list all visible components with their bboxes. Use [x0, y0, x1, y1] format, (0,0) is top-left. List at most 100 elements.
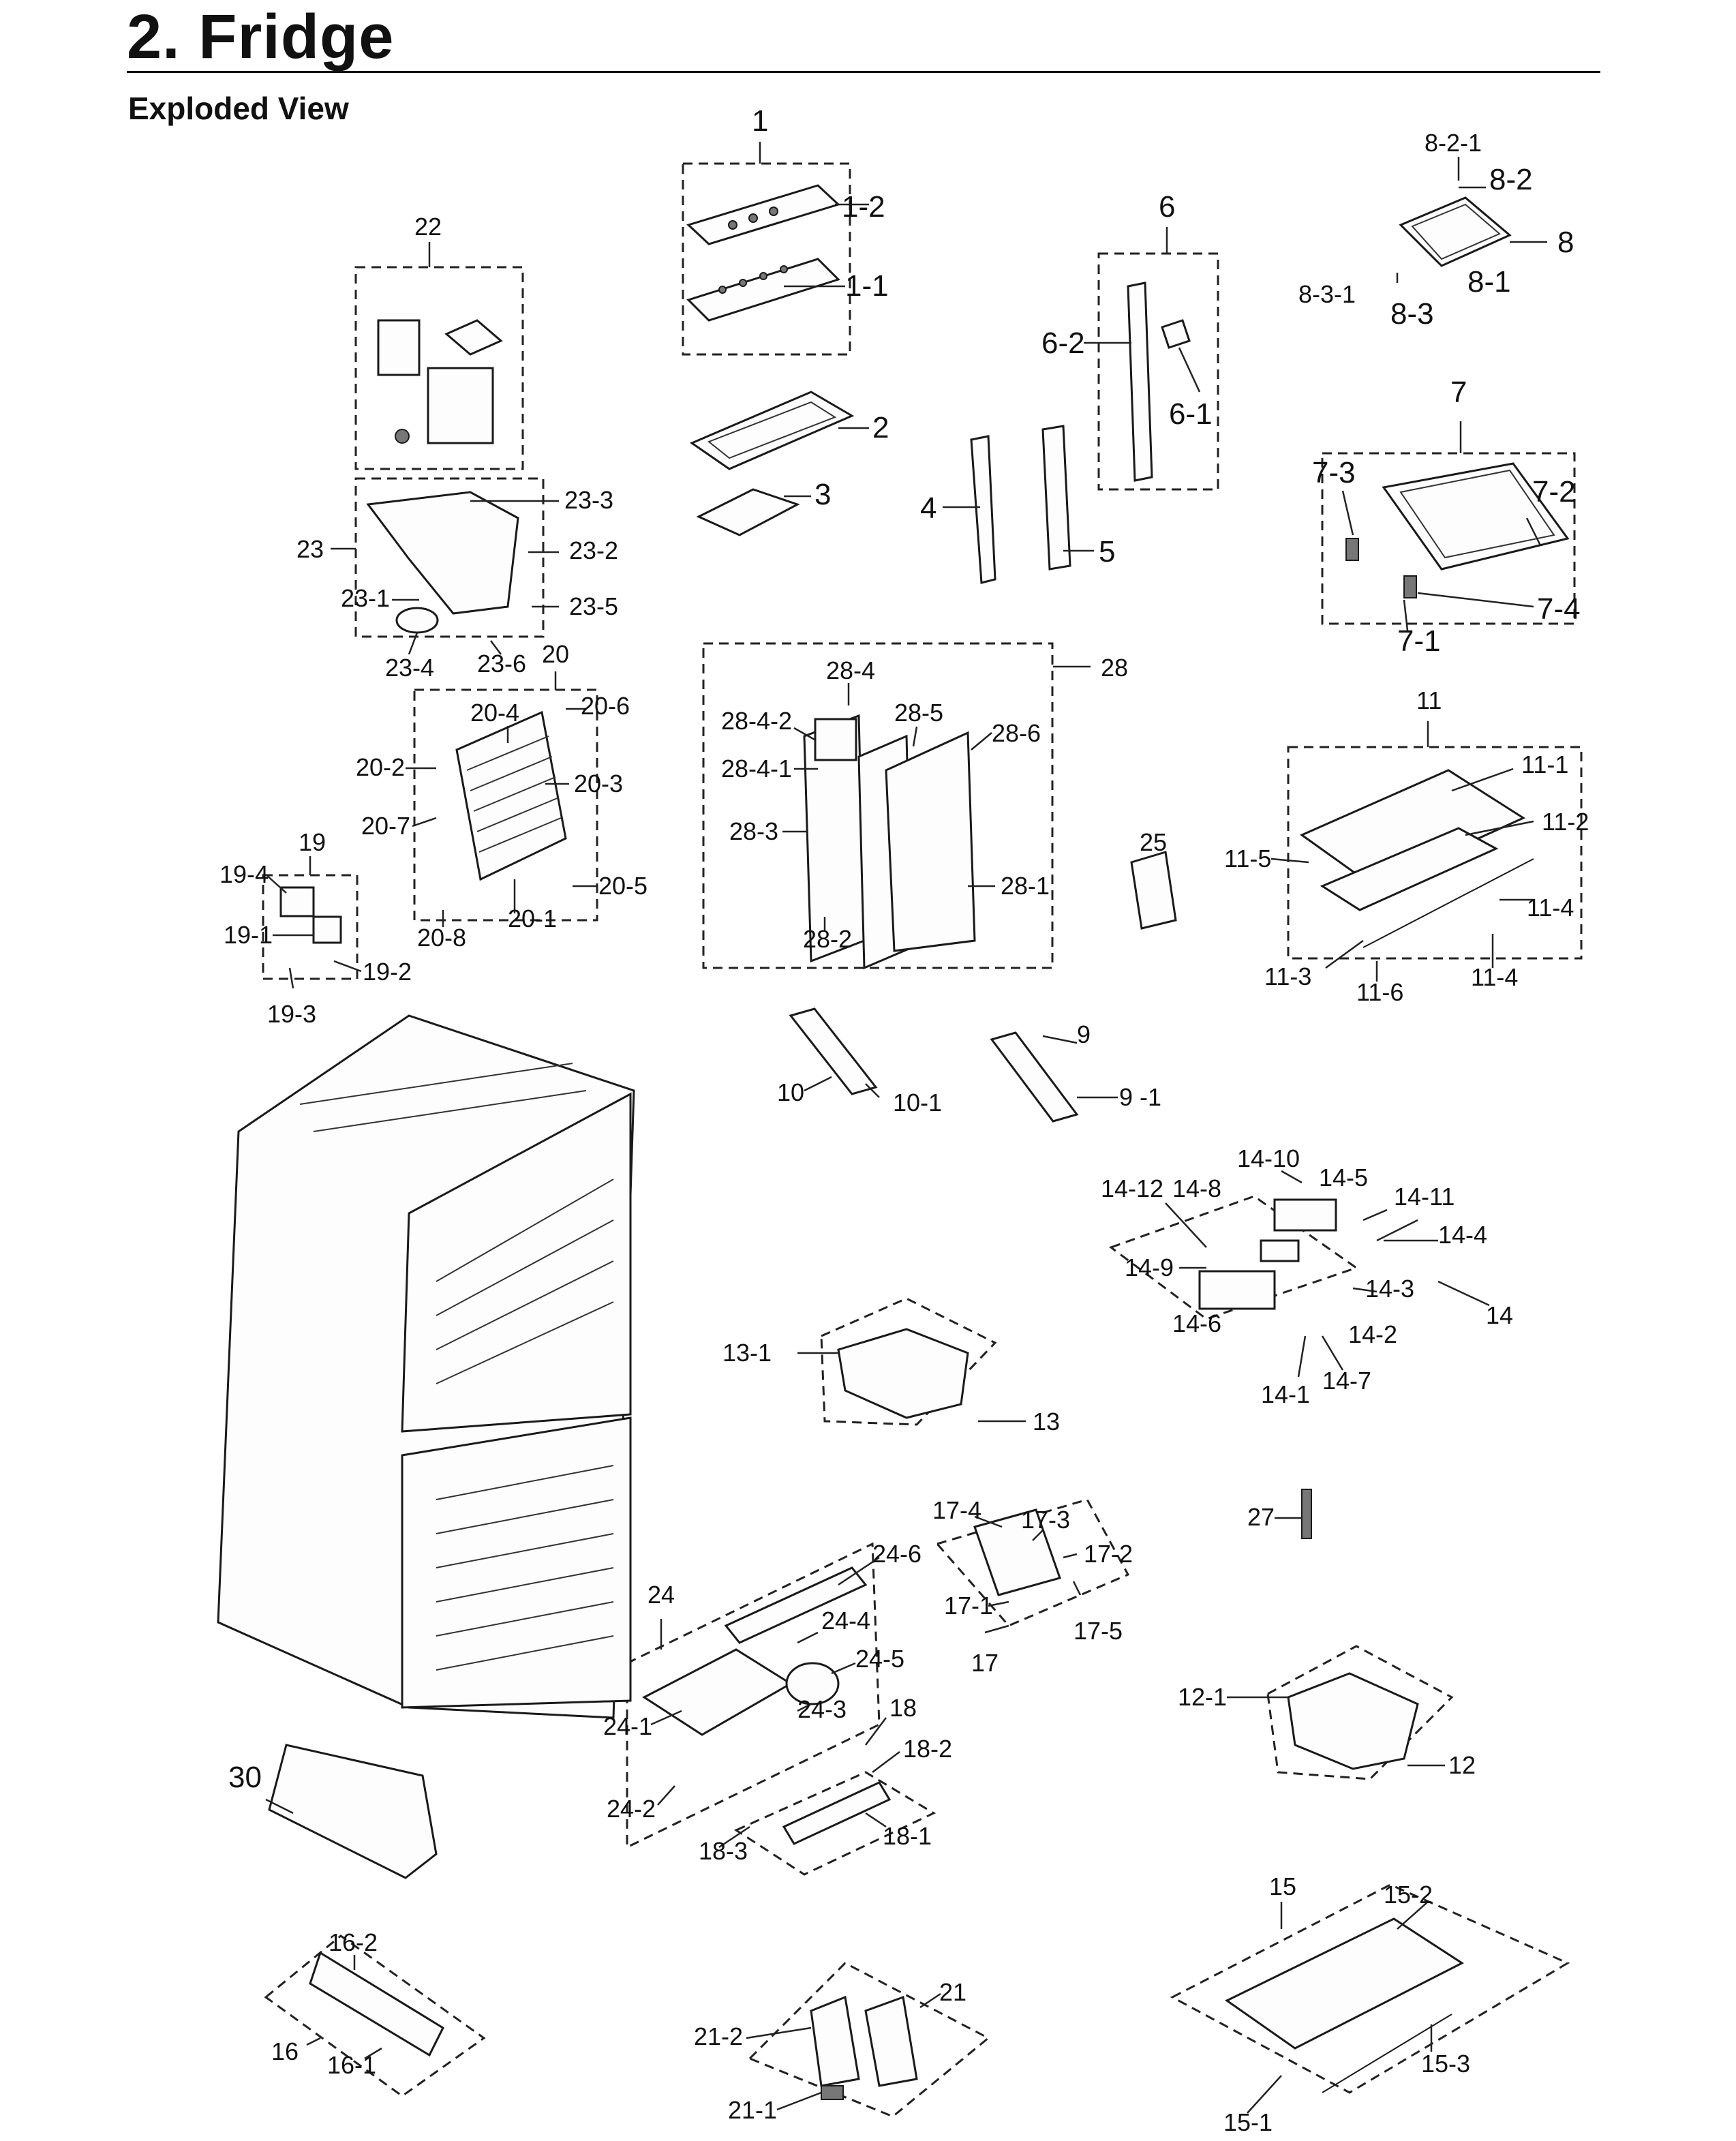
callout-17-3: 17-3 — [1021, 1506, 1070, 1534]
callout-20-6: 20-6 — [581, 692, 630, 720]
box-7 — [1321, 452, 1576, 625]
callout-27: 27 — [1247, 1503, 1275, 1531]
callout-28-6: 28-6 — [992, 719, 1041, 747]
callout-14-4: 14-4 — [1438, 1221, 1487, 1249]
callout-23: 23 — [296, 535, 324, 563]
callout-24-1: 24-1 — [603, 1712, 652, 1740]
callout-23-1: 23-1 — [341, 584, 390, 612]
callout-6-1: 6-1 — [1169, 397, 1213, 431]
callout-3: 3 — [814, 478, 831, 511]
callout-1-2: 1-2 — [842, 190, 885, 224]
callout-20-3: 20-3 — [574, 770, 623, 798]
title-divider — [127, 71, 1600, 73]
callout-14-5: 14-5 — [1319, 1164, 1368, 1191]
callout-12: 12 — [1448, 1751, 1476, 1779]
page-subtitle: Exploded View — [128, 91, 349, 126]
callout-21: 21 — [939, 1978, 966, 2006]
callout-23-5: 23-5 — [569, 592, 618, 620]
callout-16: 16 — [271, 2037, 299, 2065]
callout-20-7: 20-7 — [361, 812, 410, 840]
callout-23-2: 23-2 — [569, 536, 618, 564]
box-6 — [1097, 252, 1219, 491]
box-17 — [935, 1498, 1130, 1627]
callout-19-2: 19-2 — [363, 958, 412, 986]
callout-19-4: 19-4 — [219, 860, 269, 888]
callout-7-4: 7-4 — [1537, 592, 1581, 626]
box-22 — [354, 266, 524, 470]
box-13 — [820, 1297, 997, 1426]
callout-28: 28 — [1101, 654, 1128, 682]
callout-9: 9 — [1077, 1020, 1091, 1048]
callout-28-1: 28-1 — [1001, 872, 1050, 900]
callout-20-8: 20-8 — [417, 924, 466, 952]
callout-14-7: 14-7 — [1322, 1367, 1371, 1395]
page-title: 2. Fridge — [127, 2, 395, 72]
callout-9-1: 9 -1 — [1119, 1083, 1161, 1111]
callout-16-1: 16-1 — [327, 2051, 376, 2079]
callout-6: 6 — [1159, 190, 1175, 224]
callout-14-12: 14-12 — [1101, 1174, 1163, 1202]
callout-18: 18 — [889, 1694, 917, 1722]
callout-11-2: 11-2 — [1542, 808, 1589, 836]
callout-11-3: 11-3 — [1264, 962, 1311, 990]
callout-24: 24 — [648, 1581, 675, 1609]
callout-14: 14 — [1486, 1301, 1513, 1329]
box-12 — [1266, 1645, 1454, 1780]
callout-18-2: 18-2 — [903, 1735, 952, 1763]
callout-28-4-2: 28-4-2 — [721, 707, 792, 735]
callout-23-4: 23-4 — [385, 654, 434, 682]
callout-14-10: 14-10 — [1237, 1144, 1300, 1172]
callout-20-1: 20-1 — [508, 905, 557, 932]
callout-7: 7 — [1450, 376, 1467, 409]
callout-28-5: 28-5 — [894, 699, 943, 727]
callout-28-4-1: 28-4-1 — [721, 755, 792, 783]
callout-20-5: 20-5 — [598, 872, 648, 900]
box-28 — [702, 642, 1054, 969]
callout-16-2: 16-2 — [329, 1928, 378, 1956]
callout-2: 2 — [872, 411, 889, 444]
callout-13: 13 — [1033, 1408, 1060, 1436]
callout-11-1: 11-1 — [1521, 750, 1568, 778]
callout-18-3: 18-3 — [699, 1837, 748, 1865]
callout-24-5: 24-5 — [855, 1645, 904, 1673]
box-16 — [264, 1934, 486, 2097]
callout-7-1: 7-1 — [1397, 624, 1441, 658]
callout-24-6: 24-6 — [872, 1540, 922, 1568]
callout-24-3: 24-3 — [797, 1695, 847, 1723]
callout-12-1: 12-1 — [1178, 1683, 1227, 1711]
callout-19-3: 19-3 — [267, 1000, 316, 1028]
callout-8-1: 8-1 — [1467, 265, 1511, 299]
callout-14-11: 14-11 — [1394, 1183, 1455, 1211]
callout-13-1: 13-1 — [722, 1339, 772, 1367]
callout-14-9: 14-9 — [1125, 1254, 1174, 1281]
callout-21-2: 21-2 — [694, 2022, 743, 2050]
box-14 — [1108, 1195, 1359, 1320]
callout-14-3: 14-3 — [1365, 1275, 1414, 1303]
callout-14-1: 14-1 — [1261, 1380, 1310, 1408]
callout-22: 22 — [414, 213, 442, 241]
leader-lines — [265, 142, 1547, 2114]
callout-11: 11 — [1416, 686, 1442, 714]
callout-11-5: 11-5 — [1224, 845, 1271, 872]
callout-17-4: 17-4 — [932, 1496, 981, 1524]
callout-23-6: 23-6 — [477, 650, 526, 678]
callout-11-4-upper: 11-4 — [1527, 894, 1574, 922]
box-20 — [413, 688, 598, 922]
callout-28-3: 28-3 — [729, 817, 778, 845]
callout-25: 25 — [1140, 828, 1167, 856]
callout-10: 10 — [777, 1078, 804, 1106]
callout-28-4: 28-4 — [826, 656, 875, 684]
callout-23-3: 23-3 — [564, 486, 613, 514]
callout-19: 19 — [299, 828, 326, 856]
callout-8-2: 8-2 — [1489, 163, 1533, 196]
callout-15: 15 — [1269, 1872, 1296, 1900]
group-boxes — [262, 162, 1583, 2118]
callout-24-2: 24-2 — [607, 1795, 656, 1823]
callout-8-3: 8-3 — [1390, 297, 1434, 331]
callout-14-6: 14-6 — [1172, 1309, 1221, 1337]
box-23 — [354, 477, 545, 638]
part-sketches — [217, 184, 1570, 2100]
callout-18-1: 18-1 — [883, 1822, 932, 1850]
callout-8-3-1: 8-3-1 — [1298, 280, 1356, 308]
